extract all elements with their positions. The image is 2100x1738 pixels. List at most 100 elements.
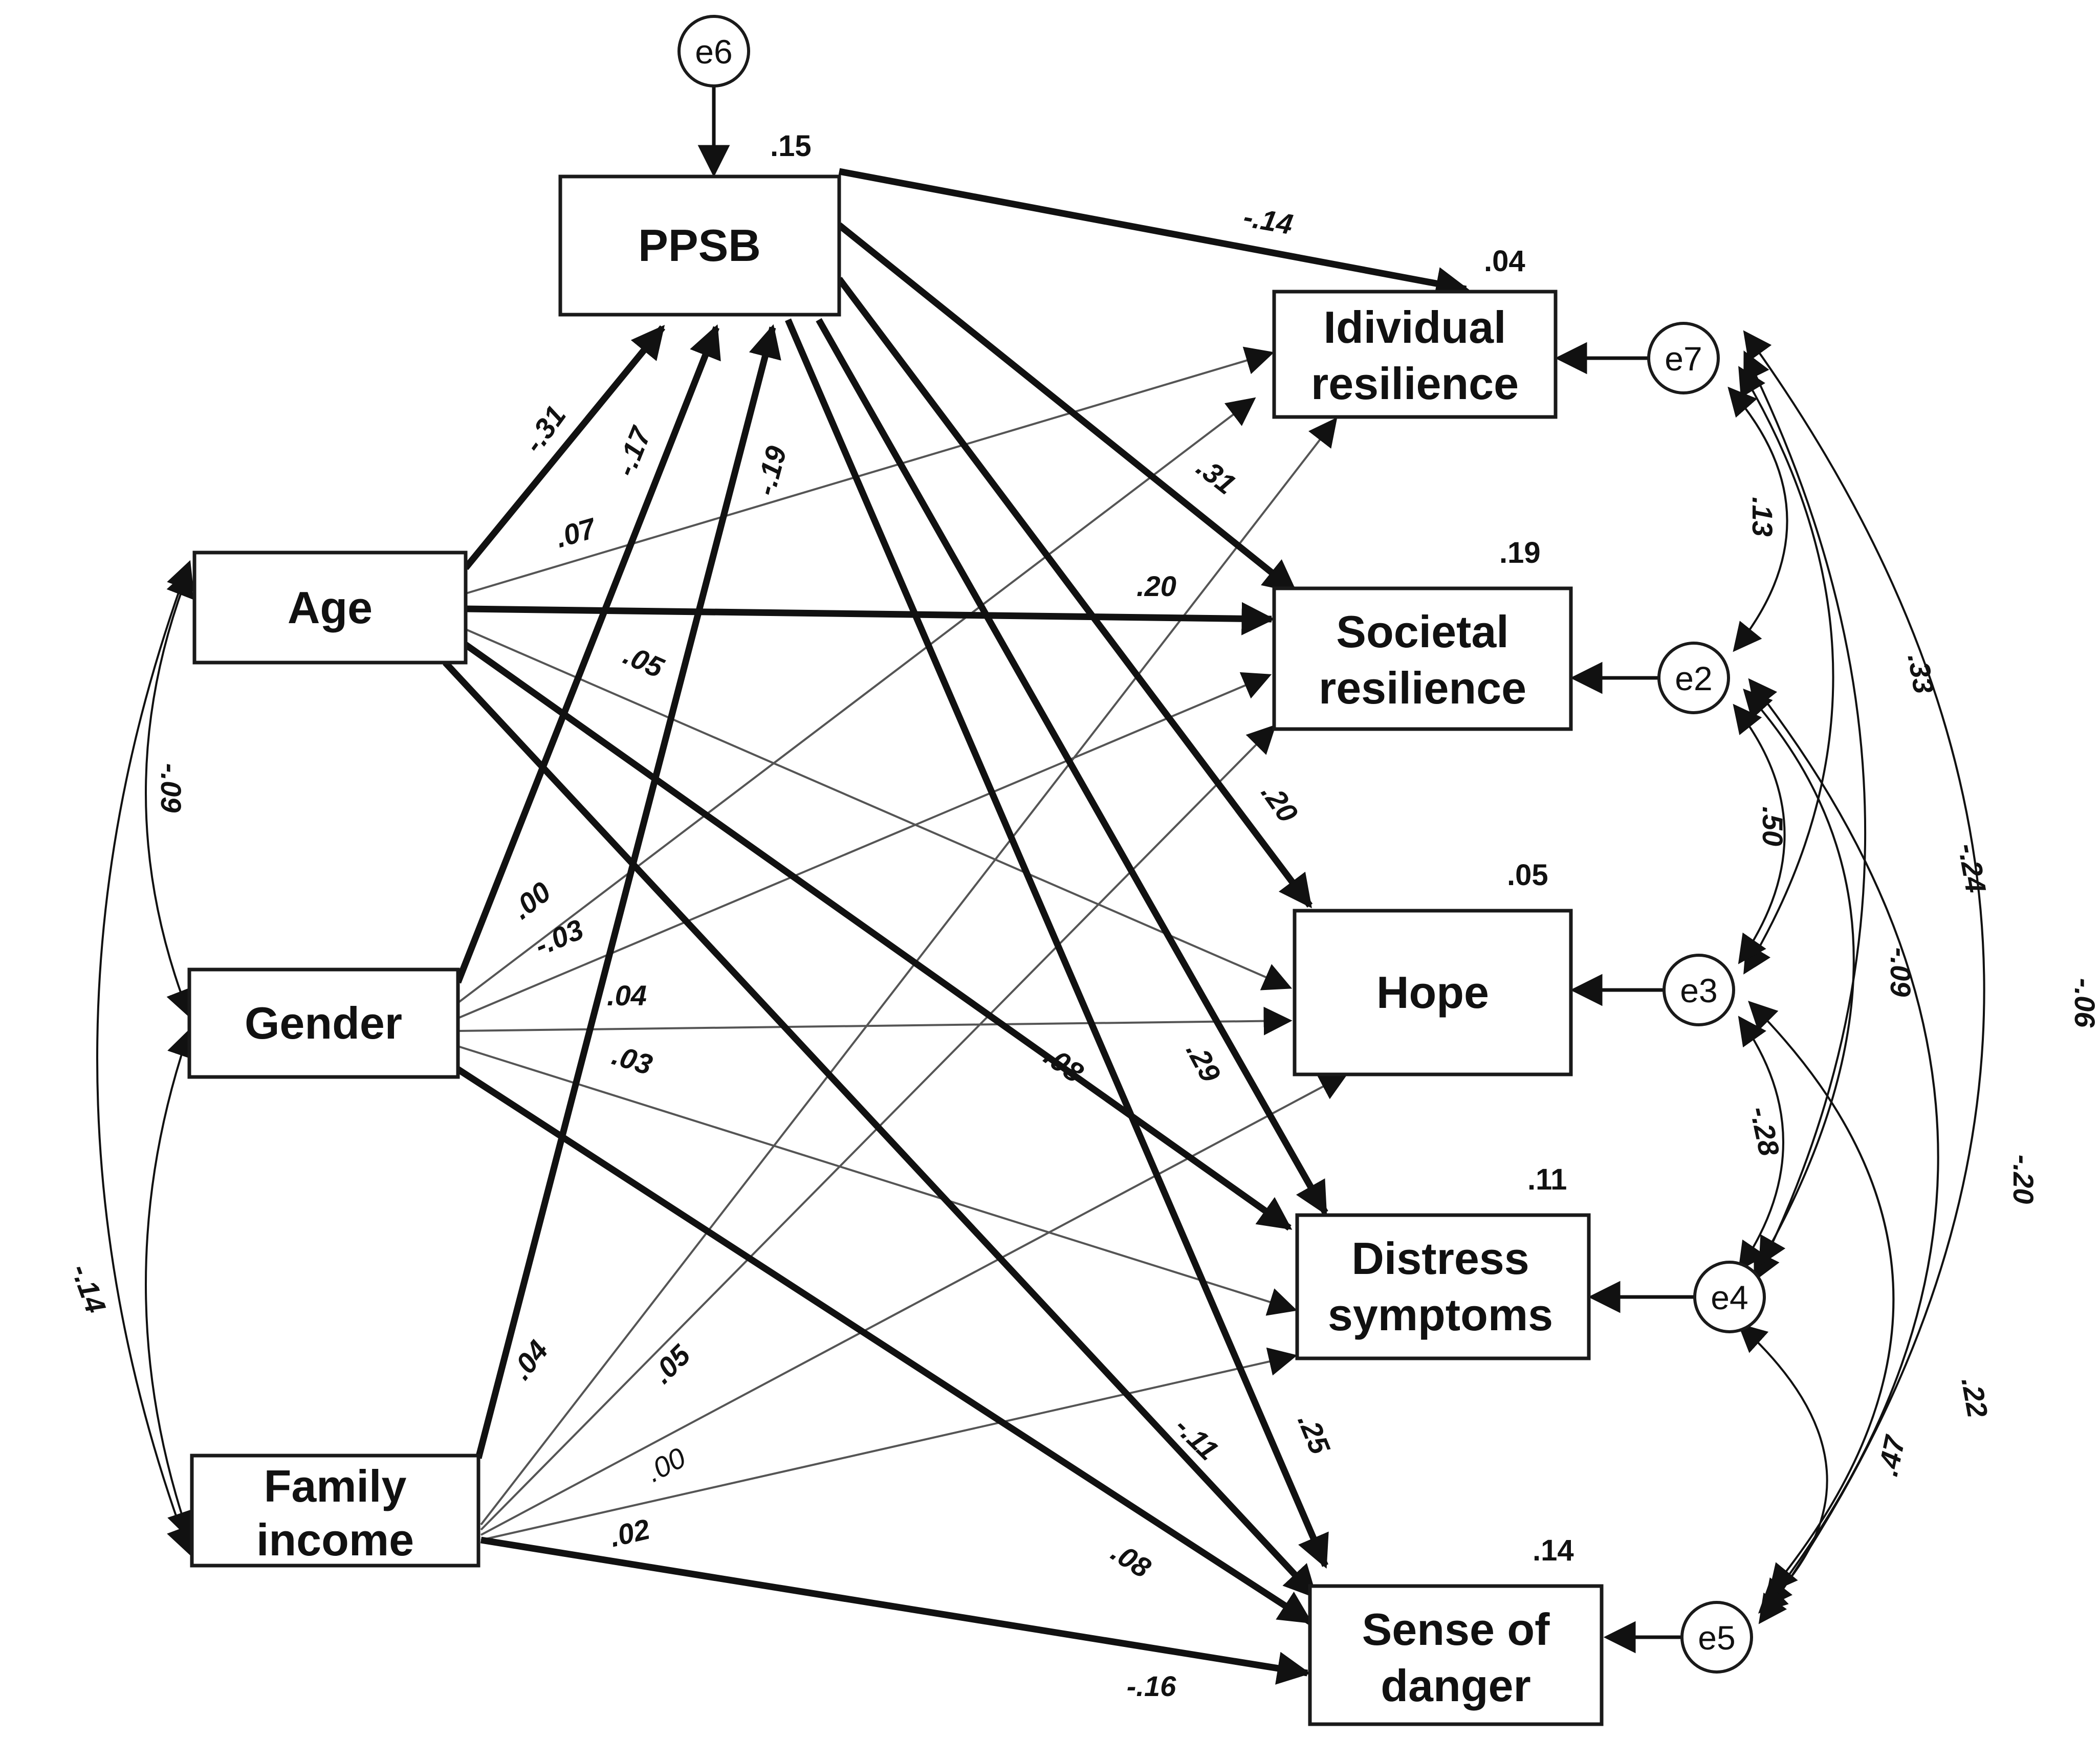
node-danger: Sense of danger <box>1308 1584 1604 1726</box>
path-income-distress <box>480 1347 1298 1541</box>
path-age-indiv <box>465 346 1275 595</box>
path-income-ppsb <box>475 324 781 1459</box>
path-income-indiv <box>480 417 1338 1526</box>
path-ppsb-soc <box>837 222 1298 594</box>
node-income: Family income <box>190 1454 480 1568</box>
coef-ppsb-soc: .31 <box>1191 451 1242 501</box>
cov-e7-e5 <box>1743 330 1985 1624</box>
error-e3: e3 <box>1662 954 1735 1026</box>
node-income-label-1: Family <box>264 1461 407 1511</box>
error-e2-label: e2 <box>1675 659 1712 697</box>
node-age-label: Age <box>288 582 373 633</box>
cov-e7-e3 <box>1738 366 1834 975</box>
node-distress-label-1: Distress <box>1351 1233 1529 1284</box>
node-soc-res-label-1: Societal <box>1336 606 1508 657</box>
coef-income-danger: -.16 <box>1127 1670 1176 1702</box>
coef-age-indiv: .07 <box>552 511 601 554</box>
node-ppsb: PPSB <box>558 174 841 317</box>
r2-distress: .11 <box>1527 1163 1567 1196</box>
node-hope: Hope <box>1293 909 1573 1076</box>
cov-age-income <box>96 560 194 1556</box>
coef-cov-e7-e2: .13 <box>1746 497 1779 537</box>
r2-ppsb: .15 <box>770 129 812 163</box>
coef-income-distress: .02 <box>607 1513 653 1553</box>
coef-cov-gender-income: -.14 <box>65 1260 112 1317</box>
node-soc-res: Societal resilience <box>1272 586 1573 731</box>
path-age-ppsb <box>463 324 666 570</box>
cov-e2-e5 <box>1748 678 1939 1609</box>
coef-gender-soc: -.03 <box>530 913 588 962</box>
path-ppsb-hope <box>836 277 1313 909</box>
path-age-hope <box>465 628 1293 991</box>
path-gender-ppsb <box>454 324 721 984</box>
thin-paths <box>457 346 1348 1541</box>
error-e4-label: e4 <box>1711 1279 1748 1316</box>
path-age-danger <box>443 660 1318 1599</box>
node-gender: Gender <box>187 967 460 1079</box>
node-age: Age <box>192 551 468 665</box>
error-e5-label: e5 <box>1698 1619 1735 1657</box>
error-e5: e5 <box>1680 1601 1753 1674</box>
error-paths <box>697 84 1694 1654</box>
coef-gender-distress: .03 <box>608 1039 656 1081</box>
r2-indiv-res: .04 <box>1484 245 1525 278</box>
r2-soc-res: .19 <box>1499 536 1541 569</box>
node-gender-label: Gender <box>245 998 402 1048</box>
coef-age-hope: .05 <box>619 639 669 685</box>
path-ppsb-indiv <box>838 168 1470 300</box>
node-danger-label-1: Sense of <box>1362 1604 1550 1655</box>
path-gender-distress <box>457 1045 1298 1316</box>
path-gender-soc <box>457 672 1272 1019</box>
error-e6-label: e6 <box>695 33 732 71</box>
node-income-label-2: income <box>256 1514 414 1565</box>
coef-cov-e7-e4: .33 <box>1901 651 1940 696</box>
node-distress-label-2: symptoms <box>1328 1289 1553 1340</box>
node-distress: Distress symptoms <box>1295 1213 1591 1360</box>
coef-cov-e7-e5: -.06 <box>2069 978 2100 1028</box>
r2-hope: .05 <box>1507 859 1548 892</box>
cov-gender-income <box>145 1028 195 1541</box>
path-age-soc <box>465 602 1275 635</box>
path-income-danger <box>480 1536 1311 1685</box>
coef-income-ppsb: -.19 <box>749 443 793 499</box>
node-indiv-res-label-1: Idividual <box>1324 302 1506 353</box>
cov-e3-e5 <box>1748 1001 1895 1594</box>
coef-ppsb-indiv: -.14 <box>1241 200 1295 240</box>
coef-gender-ppsb: -.17 <box>609 422 658 481</box>
coef-cov-e2-e5: -.20 <box>2007 1155 2040 1204</box>
covariance-arcs <box>96 330 1985 1624</box>
coef-age-soc: .20 <box>1136 570 1176 602</box>
coef-income-soc: .05 <box>645 1338 696 1390</box>
error-e7-label: e7 <box>1665 340 1702 378</box>
r2-danger: .14 <box>1533 1534 1574 1567</box>
cov-e2-e4 <box>1743 688 1855 1266</box>
error-e7: e7 <box>1647 322 1720 394</box>
coef-gender-danger: .08 <box>1106 1535 1157 1585</box>
coef-income-hope: .00 <box>641 1441 691 1488</box>
path-age-distress <box>464 642 1293 1231</box>
coef-cov-e3-e4: -.28 <box>1744 1104 1786 1159</box>
node-ppsb-label: PPSB <box>638 220 761 271</box>
coef-cov-e2-e3: .50 <box>1757 806 1789 846</box>
coef-age-danger: -.11 <box>1169 1410 1225 1466</box>
error-e4: e4 <box>1693 1261 1766 1333</box>
coef-cov-e2-e4: -.09 <box>1885 948 1917 997</box>
coef-cov-e3-e5: .22 <box>1955 1375 1994 1420</box>
path-gender-indiv <box>457 397 1256 1004</box>
node-soc-res-label-2: resilience <box>1319 663 1526 713</box>
coef-gender-hope: .04 <box>607 979 647 1011</box>
thick-paths <box>443 168 1470 1685</box>
coef-ppsb-hope: .20 <box>1255 777 1304 828</box>
r2-labels: .15 .04 .19 .05 .11 .14 <box>770 129 1574 1567</box>
node-hope-label: Hope <box>1376 967 1489 1018</box>
node-indiv-res: Idividual resilience <box>1272 290 1558 419</box>
node-danger-label-2: danger <box>1381 1660 1530 1711</box>
cov-e7-e4 <box>1743 350 1867 1282</box>
node-indiv-res-label-2: resilience <box>1311 358 1519 409</box>
error-e6: e6 <box>677 15 750 87</box>
path-ppsb-distress <box>816 318 1328 1216</box>
path-gender-hope <box>457 1006 1293 1036</box>
path-ppsb-danger <box>785 318 1329 1569</box>
error-e3-label: e3 <box>1680 972 1717 1009</box>
